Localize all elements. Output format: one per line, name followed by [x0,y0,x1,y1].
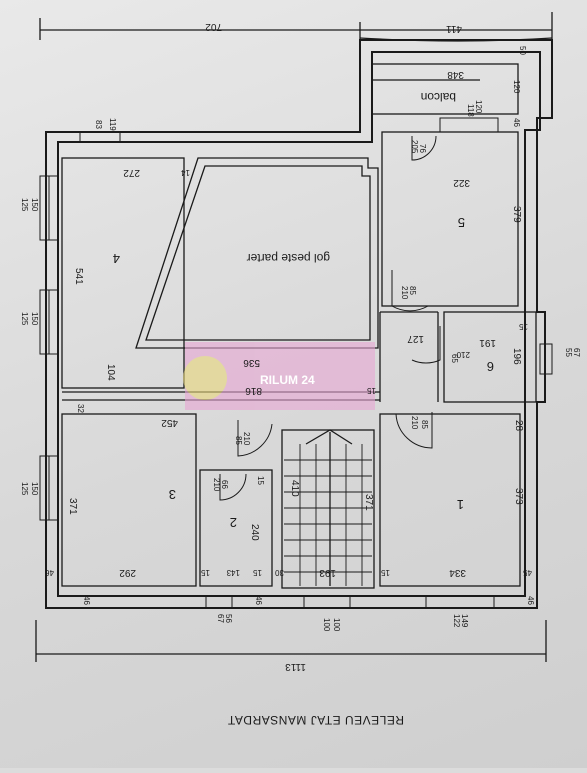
dimension-label: 15 [367,386,376,395]
room-6-label: 6 [487,359,494,374]
dimension-label: 46 [45,568,54,577]
dimension-label: 50 [518,46,527,55]
dimension-label: 334 [449,567,466,578]
dimension-label: 210 [410,416,419,430]
dimension-label: 127 [407,333,424,344]
room-4-label: 4 [113,251,120,266]
dimension-label: 191 [479,337,496,348]
drawing-title: RELEVEU ETAJ MANSARDAT [227,713,404,727]
dimension-label: 452 [161,417,178,428]
dimension-label: 143 [226,568,240,577]
dimension-label: 410 [289,480,300,497]
dimension-label: 15 [519,322,528,331]
dimension-label: 210 [212,478,221,492]
dimension-label: 15 [256,476,265,485]
dimension-label: 30 [275,568,284,577]
staircase-outline [281,429,375,589]
dimension-label: 55 [564,348,573,357]
dimension-label: 100 [322,618,331,632]
dimension-label: 46 [254,596,263,605]
dimension-label: 56 [224,614,233,623]
dimension-label: 348 [447,69,464,80]
dimension-label: 816 [245,385,262,396]
dimension-label: 45 [523,568,532,577]
dimension-label: 120 [474,100,483,114]
dimension-label: 85 [234,436,243,445]
dimension-label: 125 [20,198,29,212]
watermark-text: RILUM 24 [260,373,315,387]
dimension-label: 150 [30,482,39,496]
room-2-outline [199,469,273,587]
dimension-label: 32 [76,404,85,413]
dimension-label: 76 [418,144,427,153]
dimension-label: 322 [453,177,470,188]
dimension-label: 119 [108,118,117,131]
dimension-label: 205 [410,140,419,154]
dimension-label: 210 [456,350,470,359]
dimension-label: 193 [319,567,336,578]
dimension-label: 196 [511,348,522,365]
left-windows [39,175,59,521]
dimension-label: 150 [30,198,39,212]
dimension-label: 15 [201,568,210,577]
dimension-label: 100 [332,618,341,632]
dimension-label: 371 [363,494,374,511]
dimension-label: 15 [253,568,262,577]
dimension-label: 125 [20,312,29,326]
dimension-label: 150 [30,312,39,326]
dimension-label: 122 [452,614,461,628]
dimension-label: 541 [73,268,84,285]
room-6-outline [443,311,537,403]
void-outline [135,157,379,349]
room-3-outline [61,413,197,587]
dimension-label: 292 [119,567,136,578]
dimension-label: 272 [123,167,140,178]
dimension-label: 65 [450,354,459,363]
dimension-label: 46 [512,118,521,127]
room-5-outline [381,131,519,307]
dimension-label: 373 [513,488,524,505]
dimension-label: 411 [446,23,462,34]
dimension-label: 149 [460,614,469,628]
dimension-label: 210 [400,286,409,300]
dimension-label: 379 [511,206,522,223]
dimension-label: 28 [513,420,524,432]
dimension-label: 67 [216,614,225,623]
dimension-labels: 702 411 348 50 120 120 118 46 119 83 76 … [20,21,581,672]
dimension-label: 83 [94,120,103,129]
dimension-label: 210 [242,432,251,446]
room-2-label: 2 [230,515,237,530]
dimension-label: 46 [526,596,535,605]
room-5-label: 5 [458,215,465,230]
room-1-outline [379,413,521,587]
dimension-label: 125 [20,482,29,496]
room-1-label: 1 [457,497,464,512]
dimension-label: 14 [181,168,190,177]
dimension-label: 702 [205,21,222,32]
dimension-label: 371 [67,498,78,515]
outer-wall [45,39,553,609]
dimension-label: 15 [381,568,390,577]
dimension-label: 536 [243,357,260,368]
room-4-outline [61,157,185,389]
watermark [183,342,375,410]
dimension-label: 66 [220,480,229,489]
dimension-label: 67 [572,348,581,357]
door-swings [219,135,441,501]
dimension-label: 240 [249,524,260,541]
dimension-label: 118 [466,104,475,117]
room-3-label: 3 [169,487,176,502]
dimension-label: 85 [408,286,417,295]
dimension-label: 1113 [285,661,306,672]
dimension-label: 85 [420,420,429,429]
balcony-label: balcon [421,90,456,104]
dimension-label: 104 [105,364,116,381]
void-label: gol peste parter [247,251,330,265]
dimension-label: 120 [512,80,521,94]
dimension-label: 46 [82,596,91,605]
balcony-outline [371,63,519,115]
